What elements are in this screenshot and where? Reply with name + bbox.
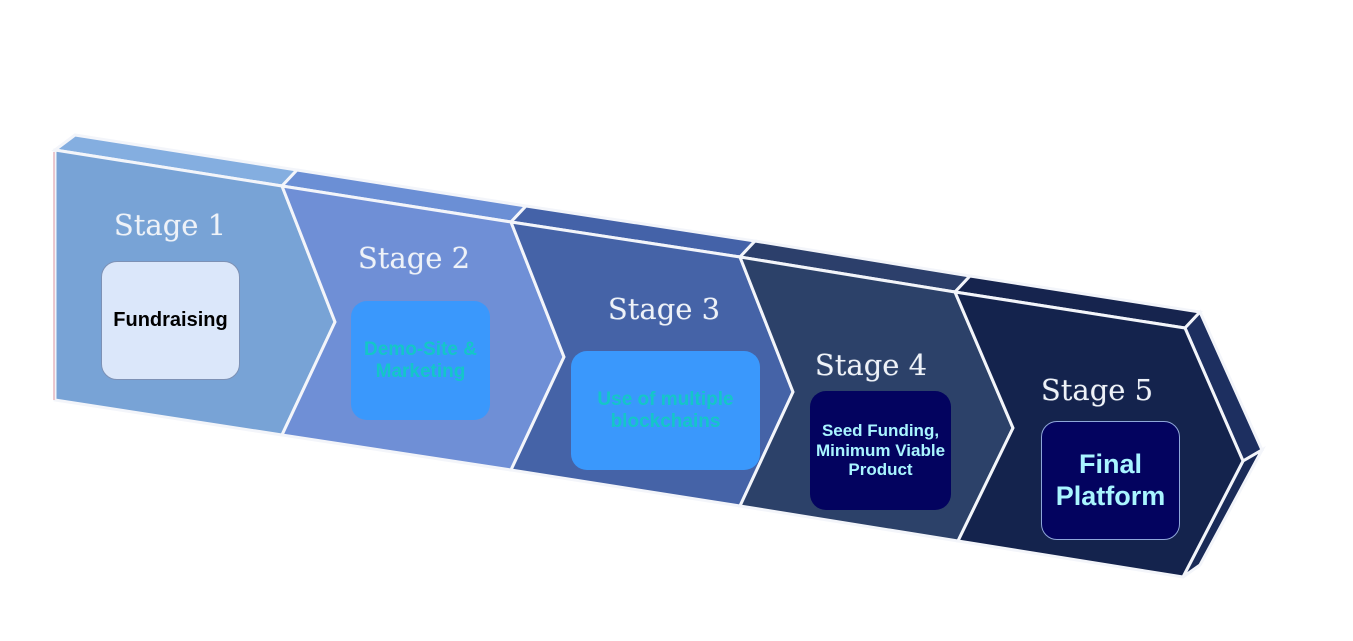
stage-1-title: Stage 1	[113, 208, 227, 242]
stage-5-title: Stage 5	[1040, 373, 1154, 407]
stage-3-title: Stage 3	[607, 292, 721, 326]
stage-2-box-text: Demo-Site & Marketing	[364, 338, 477, 382]
stage-2-box: Demo-Site & Marketing	[351, 301, 490, 420]
stage-2-title: Stage 2	[357, 241, 471, 275]
stage-1-box: Fundraising	[101, 261, 240, 380]
stage-4-box: Seed Funding, Minimum Viable Product	[810, 391, 951, 510]
stage-3-box: Use of multiple blockchains	[571, 351, 760, 470]
stage-5-box: Final Platform	[1041, 421, 1180, 540]
stage-1-box-text: Fundraising	[113, 309, 228, 331]
stage-4-box-text: Seed Funding, Minimum Viable Product	[815, 421, 946, 480]
stage-5-box-text: Final Platform	[1055, 449, 1166, 511]
stage-3-box-text: Use of multiple blockchains	[597, 388, 734, 432]
stage-4-title: Stage 4	[814, 348, 928, 382]
